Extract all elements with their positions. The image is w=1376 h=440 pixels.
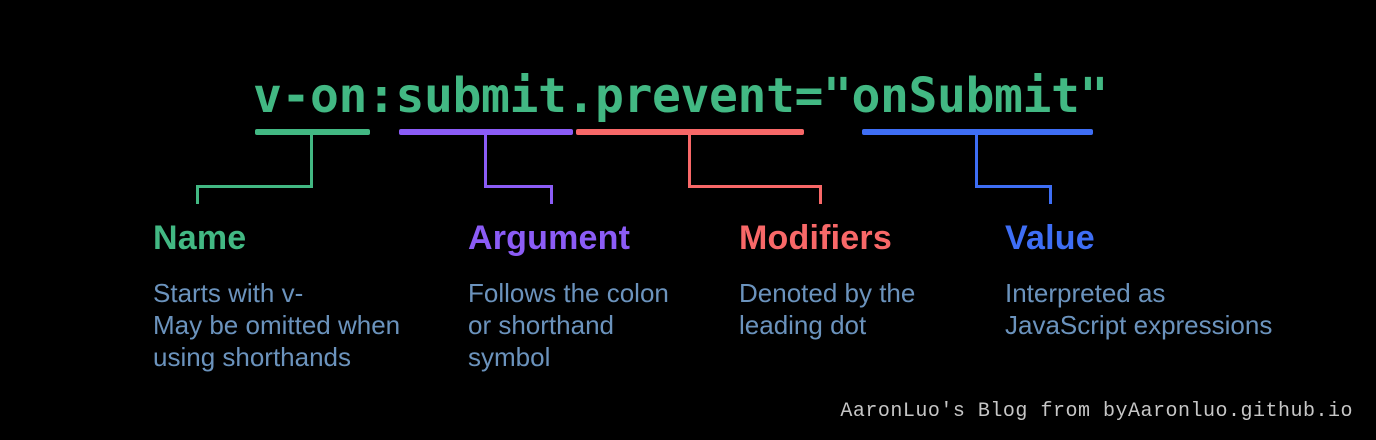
name-label: Name <box>153 219 247 257</box>
code-snippet: v-on:submit.prevent="onSubmit" <box>253 68 1108 124</box>
argument-connector-horizontal <box>484 185 553 188</box>
argument-underline <box>399 129 573 135</box>
argument-label: Argument <box>468 219 631 257</box>
modifiers-label: Modifiers <box>739 219 892 257</box>
value-connector-stem <box>975 133 978 188</box>
name-connector-stem <box>310 133 313 188</box>
argument-connector-drop <box>550 185 553 204</box>
value-connector-horizontal <box>975 185 1052 188</box>
argument-description: Follows the colon or shorthand symbol <box>468 278 669 372</box>
name-underline <box>255 129 370 135</box>
modifiers-description: Denoted by the leading dot <box>739 278 916 340</box>
name-description: Starts with v- May be omitted when using… <box>153 278 401 372</box>
name-connector-drop <box>196 185 199 204</box>
value-connector-drop <box>1049 185 1052 204</box>
modifiers-connector-stem <box>688 133 691 188</box>
name-connector-horizontal <box>196 185 313 188</box>
value-description: Interpreted as JavaScript expressions <box>1005 278 1273 340</box>
modifiers-underline <box>576 129 804 135</box>
modifiers-connector-drop <box>819 185 822 204</box>
value-label: Value <box>1005 219 1095 257</box>
value-underline <box>862 129 1093 135</box>
modifiers-connector-horizontal <box>688 185 822 188</box>
argument-connector-stem <box>484 133 487 188</box>
footer-credit: AaronLuo's Blog from byAaronluo.github.i… <box>840 400 1353 423</box>
